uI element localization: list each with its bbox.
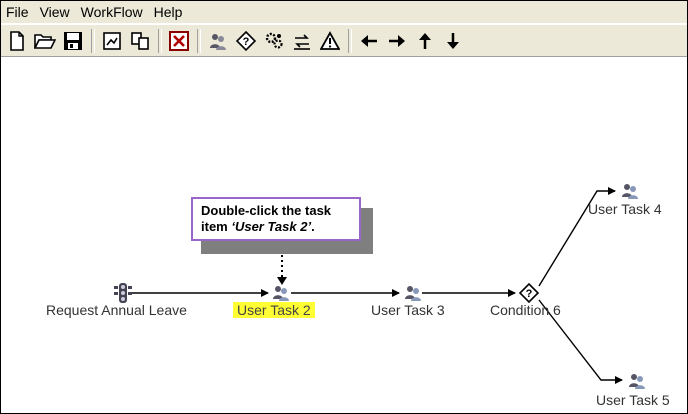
user-task-5-label: User Task 5 — [596, 392, 670, 408]
user-task-2-icon[interactable] — [271, 284, 291, 307]
save-icon[interactable] — [60, 28, 86, 54]
callout-line-2-suffix: . — [311, 219, 315, 234]
system-task-icon[interactable] — [261, 28, 287, 54]
callout-task-name: ‘User Task 2’ — [231, 219, 312, 234]
callout-line-2-prefix: item — [201, 219, 232, 234]
toolbar-separator — [158, 28, 162, 53]
properties-icon[interactable] — [99, 28, 125, 54]
svg-text:?: ? — [243, 36, 250, 48]
menu-help[interactable]: Help — [153, 4, 183, 20]
condition-icon[interactable]: ? — [233, 28, 259, 54]
highlighted-label: User Task 2 — [233, 302, 315, 318]
toolbar: ? — [1, 24, 687, 57]
sync-icon[interactable] — [289, 28, 315, 54]
user-task-2-label[interactable]: User Task 2 — [233, 302, 315, 318]
callout-line-1: Double-click the task — [201, 203, 332, 218]
user-task-3-label: User Task 3 — [371, 302, 445, 318]
toolbar-separator — [91, 28, 95, 53]
menu-workflow[interactable]: WorkFlow — [80, 4, 143, 20]
user-task-3-icon[interactable] — [403, 284, 423, 307]
callout-line-2: item ‘User Task 2’. — [201, 219, 351, 235]
arrow-down-icon[interactable] — [440, 28, 466, 54]
arrow-right-icon[interactable] — [384, 28, 410, 54]
connector-condition6-to-task5 — [538, 299, 623, 384]
menu-file[interactable]: File — [6, 4, 29, 20]
alert-icon[interactable] — [317, 28, 343, 54]
workflow-canvas[interactable]: Request Annual Leave User Task 2 User Ta… — [1, 58, 687, 413]
open-icon[interactable] — [32, 28, 58, 54]
user-task-4-icon[interactable] — [620, 182, 640, 205]
menu-bar: File View WorkFlow Help — [1, 1, 687, 23]
new-icon[interactable] — [4, 28, 30, 54]
condition-6-label: Condition 6 — [490, 302, 561, 318]
instruction-callout: Double-click the task item ‘User Task 2’… — [191, 197, 361, 241]
delete-icon[interactable] — [166, 28, 192, 54]
arrow-left-icon[interactable] — [356, 28, 382, 54]
arrow-up-icon[interactable] — [412, 28, 438, 54]
start-node-label: Request Annual Leave — [46, 302, 187, 318]
callout-pointer-arrowhead — [277, 277, 287, 285]
toolbar-separator — [197, 28, 201, 53]
user-task-4-label: User Task 4 — [588, 201, 662, 217]
condition-6-icon[interactable]: ? — [518, 282, 540, 308]
connector-condition6-to-task4 — [538, 187, 616, 287]
user-task-icon[interactable] — [205, 28, 231, 54]
start-node-icon[interactable] — [113, 282, 133, 309]
svg-text:?: ? — [526, 288, 533, 300]
copy-icon[interactable] — [127, 28, 153, 54]
toolbar-separator — [348, 28, 352, 53]
user-task-5-icon[interactable] — [627, 372, 647, 395]
menu-view[interactable]: View — [39, 4, 70, 20]
